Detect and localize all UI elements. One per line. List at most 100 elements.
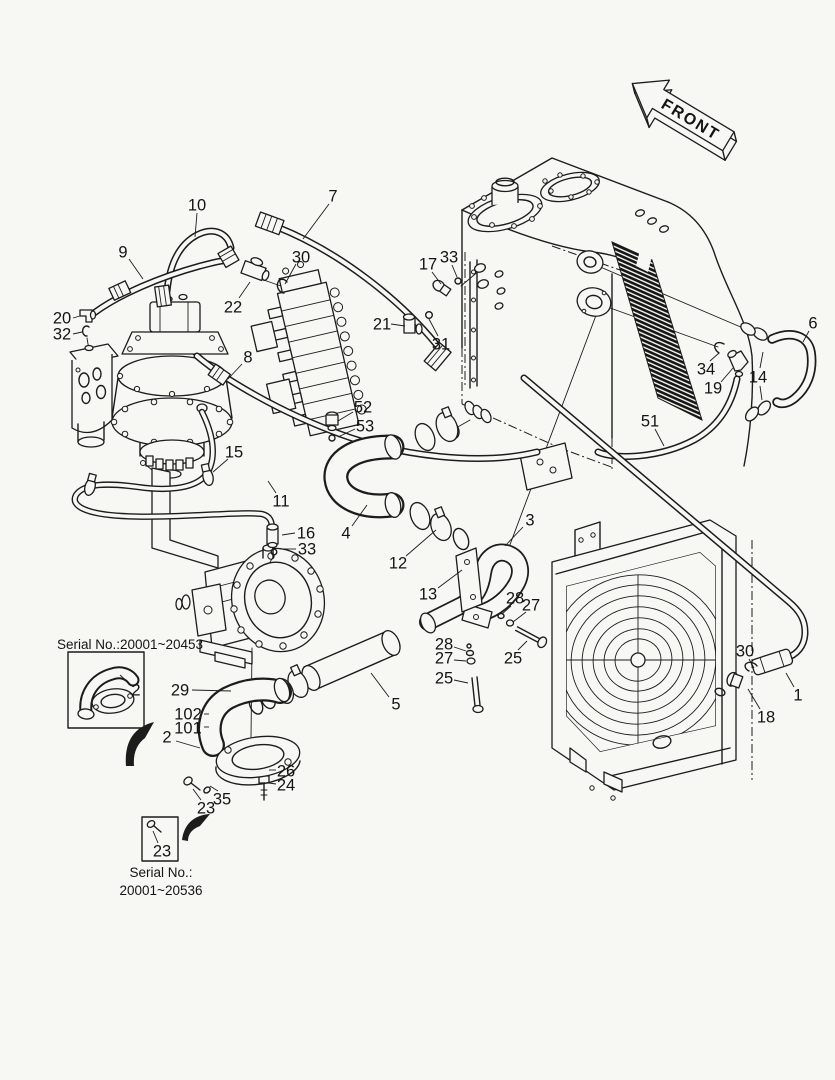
ring-33-upper bbox=[454, 277, 462, 285]
leader-line-14 bbox=[759, 385, 763, 401]
part-number-23: 23 bbox=[197, 800, 215, 818]
clamp-15-right bbox=[200, 463, 214, 487]
leader-line-5 bbox=[370, 672, 390, 698]
bolt-set-left bbox=[465, 643, 484, 714]
part-number-16: 16 bbox=[297, 525, 315, 543]
part-number-34: 34 bbox=[697, 361, 715, 379]
front-arrow-front-face bbox=[631, 79, 735, 152]
tank-cover-left bbox=[467, 177, 543, 233]
ring-31 bbox=[425, 311, 434, 320]
part-number-8: 8 bbox=[243, 349, 252, 367]
pipes bbox=[248, 406, 529, 715]
part-number-15: 15 bbox=[225, 444, 243, 462]
clamp-15-left bbox=[84, 472, 97, 496]
tank-top-plugs bbox=[634, 209, 670, 233]
leader-line-2 bbox=[119, 674, 131, 685]
leader-line-27 bbox=[453, 659, 467, 662]
swing-motor bbox=[110, 293, 234, 569]
part-number-13: 13 bbox=[419, 586, 437, 604]
part-number-18: 18 bbox=[757, 709, 775, 727]
leader-line-28 bbox=[453, 646, 467, 652]
fitting-16 bbox=[266, 523, 279, 549]
part-number-19: 19 bbox=[704, 380, 722, 398]
part-number-10: 10 bbox=[188, 197, 206, 215]
leader-line-24 bbox=[268, 782, 277, 785]
part-number-28: 28 bbox=[435, 636, 453, 654]
leader-line-9 bbox=[128, 258, 144, 280]
plug-17 bbox=[432, 279, 452, 297]
bolt-23-washer-35 bbox=[183, 776, 211, 794]
leader-line-25 bbox=[453, 679, 469, 684]
part-number-7: 7 bbox=[328, 188, 337, 206]
leader-line-12 bbox=[405, 529, 437, 557]
bracket-13 bbox=[455, 547, 483, 613]
leader-line-30 bbox=[748, 658, 755, 669]
o-ring-32 bbox=[81, 325, 90, 337]
part-number-11: 11 bbox=[272, 493, 289, 511]
leader-line-1 bbox=[785, 672, 795, 688]
part-number-30: 30 bbox=[292, 249, 310, 267]
suction-elbow bbox=[197, 677, 301, 786]
hose-10 bbox=[163, 227, 235, 295]
clamps-14 bbox=[740, 322, 772, 422]
leader-line-10 bbox=[194, 212, 198, 238]
leader-line-23 bbox=[192, 788, 202, 801]
part-number-27: 27 bbox=[522, 597, 540, 615]
part-number-25: 25 bbox=[435, 670, 453, 688]
leader-line-11 bbox=[267, 480, 277, 494]
part-number-31: 31 bbox=[432, 336, 450, 354]
clamps-12-lower bbox=[409, 501, 470, 551]
part-number-9: 9 bbox=[118, 244, 127, 262]
applicability-flag-lower bbox=[182, 814, 210, 841]
elbow-19 bbox=[727, 349, 749, 378]
leader-line-22 bbox=[238, 281, 251, 299]
serial-note-lower-line2: 20001~20536 bbox=[120, 883, 203, 898]
hose-8 bbox=[193, 352, 541, 462]
part-number-101: 101 bbox=[174, 720, 202, 738]
leader-line-34 bbox=[709, 352, 720, 362]
swivel-head bbox=[149, 293, 201, 356]
part-number-1: 1 bbox=[793, 687, 802, 705]
leader-line-52 bbox=[337, 411, 354, 422]
leader-line-2 bbox=[175, 740, 201, 749]
part-number-27: 27 bbox=[435, 650, 453, 668]
part-number-2: 2 bbox=[162, 729, 171, 747]
inset-lower bbox=[141, 816, 179, 862]
part-number-102: 102 bbox=[174, 706, 202, 724]
leader-line-19 bbox=[720, 367, 734, 383]
leader-line-7 bbox=[302, 203, 330, 240]
pipe-4 bbox=[323, 434, 405, 519]
valve-ports-right bbox=[329, 287, 367, 415]
leader-line-15 bbox=[212, 458, 229, 473]
fitting-52 bbox=[325, 411, 339, 432]
part-number-23: 23 bbox=[153, 843, 171, 861]
hose-6 bbox=[767, 330, 817, 409]
serial-note-upper: Serial No.:20001~20453 bbox=[57, 637, 203, 652]
leader-line-16 bbox=[281, 532, 296, 536]
part-number-5: 5 bbox=[391, 696, 400, 714]
control-valve bbox=[250, 261, 367, 437]
clamps-12-upper bbox=[414, 406, 459, 452]
o-ring-34 bbox=[714, 341, 725, 354]
o-ring-30-lower bbox=[744, 661, 758, 672]
motor-bracket bbox=[140, 460, 219, 569]
tank-side-flanges bbox=[576, 250, 612, 317]
part-number-53: 53 bbox=[356, 418, 374, 436]
main-pump bbox=[175, 544, 326, 669]
ring-33-lower bbox=[270, 548, 278, 556]
part-number-33: 33 bbox=[440, 249, 458, 267]
part-number-52: 52 bbox=[354, 399, 372, 417]
part-number-26: 26 bbox=[277, 763, 295, 781]
leader-line-14 bbox=[759, 351, 764, 369]
part-number-32: 32 bbox=[53, 326, 71, 344]
part-number-28: 28 bbox=[506, 590, 524, 608]
fitting-18 bbox=[726, 671, 744, 689]
part-number-29: 29 bbox=[171, 682, 189, 700]
engine-grille bbox=[611, 241, 703, 421]
tank-sight-gauge bbox=[469, 259, 478, 389]
applicability-flag-upper bbox=[125, 722, 154, 766]
leader-line-33 bbox=[451, 264, 458, 278]
